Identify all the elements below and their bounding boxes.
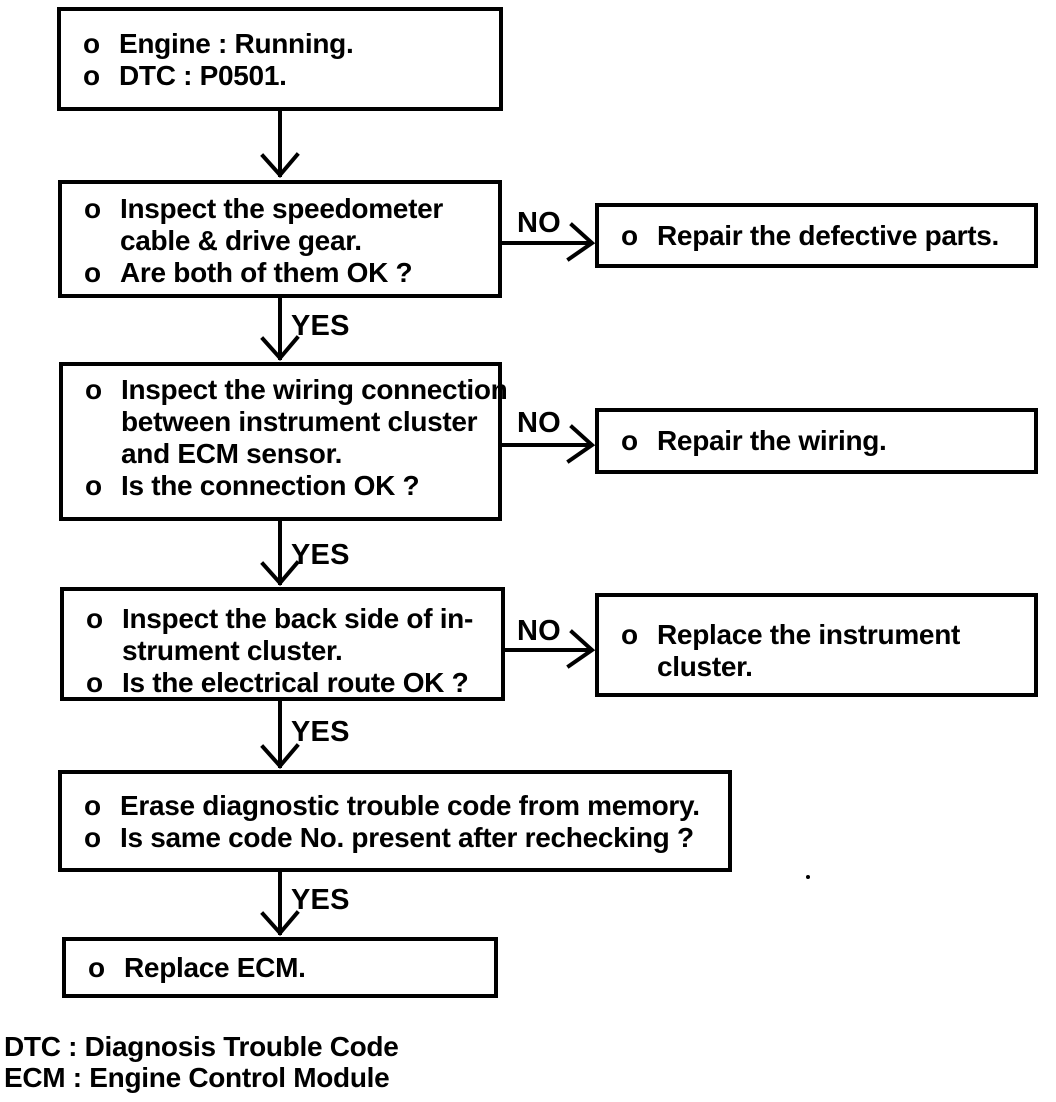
scan-speck: [806, 875, 810, 879]
condition-line: o Engine : Running.: [61, 28, 499, 60]
remedy-line: o Replace ECM.: [66, 952, 494, 984]
legend-ecm-line: ECM : Engine Control Module: [4, 1062, 390, 1093]
condition-text: DTC : P0501.: [119, 60, 287, 91]
condition-text: Engine : Running.: [119, 28, 354, 59]
yes-branch-label-1: YES: [291, 310, 350, 342]
final-replace-ecm-box: o Replace ECM.: [62, 937, 498, 998]
no-branch-label-3: NO: [517, 615, 561, 647]
remedy-text: Replace ECM.: [124, 951, 306, 983]
arrow-start-to-step1: [260, 110, 300, 179]
step-text: strument cluster.: [122, 635, 343, 666]
no-branch-label-1: NO: [517, 207, 561, 239]
remedy-replace-cluster-box: o Replace the instrument cluster.: [595, 593, 1038, 697]
step-line: o Is same code No. present after recheck…: [62, 822, 728, 854]
step-line: and ECM sensor.: [63, 438, 498, 470]
yes-branch-label-2: YES: [291, 539, 350, 571]
remedy-line: o Repair the wiring.: [599, 425, 1034, 457]
yes-branch-label-4: YES: [291, 884, 350, 916]
bullet-marker: o: [85, 374, 102, 405]
step1-inspect-speedometer-box: o Inspect the speedometer cable & drive …: [58, 180, 502, 298]
step-text: Is the electrical route OK ?: [122, 667, 469, 698]
bullet-marker: o: [84, 257, 101, 288]
remedy-repair-parts-box: o Repair the defective parts.: [595, 203, 1038, 268]
step-text: and ECM sensor.: [121, 438, 343, 469]
step-text: Inspect the back side of in-: [122, 603, 474, 634]
bullet-marker: o: [84, 193, 101, 224]
bullet-marker: o: [84, 790, 101, 821]
remedy-line: cluster.: [599, 651, 1034, 683]
bullet-marker: o: [84, 822, 101, 853]
step2-inspect-wiring-box: o Inspect the wiring connection between …: [59, 362, 508, 521]
step-line: between instrument cluster: [63, 406, 498, 438]
legend-dtc-line: DTC : Diagnosis Trouble Code: [4, 1031, 399, 1062]
remedy-line: o Repair the defective parts.: [599, 220, 1034, 252]
step-line: o Inspect the wiring connection: [63, 374, 508, 406]
step-line: o Is the connection OK ?: [63, 470, 498, 502]
remedy-repair-wiring-box: o Repair the wiring.: [595, 408, 1038, 474]
condition-line: o DTC : P0501.: [61, 60, 499, 92]
remedy-line: o Replace the instrument: [599, 619, 1034, 651]
bullet-marker: o: [83, 28, 100, 59]
step-line: o Is the electrical route OK ?: [64, 667, 501, 699]
step-line: o Erase diagnostic trouble code from mem…: [62, 790, 728, 822]
step-line: o Are both of them OK ?: [62, 257, 498, 289]
step-text: Inspect the wiring connection: [121, 374, 508, 405]
step-line: o Inspect the back side of in-: [64, 603, 501, 635]
remedy-text: Repair the defective parts.: [657, 219, 1000, 251]
step-text: Is the connection OK ?: [121, 470, 420, 501]
abbreviation-legend: DTC : Diagnosis Trouble Code ECM : Engin…: [4, 1031, 399, 1093]
step4-erase-code-box: o Erase diagnostic trouble code from mem…: [58, 770, 732, 872]
bullet-marker: o: [83, 60, 100, 91]
no-branch-label-2: NO: [517, 407, 561, 439]
step3-inspect-cluster-back-box: o Inspect the back side of in- strument …: [60, 587, 505, 701]
bullet-marker: o: [621, 219, 638, 251]
step-text: Is same code No. present after recheckin…: [120, 822, 694, 853]
yes-branch-label-3: YES: [291, 716, 350, 748]
remedy-text: cluster.: [657, 651, 753, 682]
step-line: cable & drive gear.: [62, 225, 498, 257]
step-text: between instrument cluster: [121, 406, 478, 437]
step-text: Inspect the speedometer: [120, 193, 443, 224]
bullet-marker: o: [621, 619, 638, 650]
bullet-marker: o: [86, 603, 103, 634]
bullet-marker: o: [85, 470, 102, 501]
step-line: o Inspect the speedometer: [62, 193, 498, 225]
step-line: strument cluster.: [64, 635, 501, 667]
remedy-text: Replace the instrument: [657, 619, 961, 650]
step-text: cable & drive gear.: [120, 225, 362, 256]
start-conditions-box: o Engine : Running. o DTC : P0501.: [57, 7, 503, 111]
step-text: Erase diagnostic trouble code from memor…: [120, 790, 700, 821]
bullet-marker: o: [88, 951, 105, 983]
remedy-text: Repair the wiring.: [657, 425, 887, 456]
bullet-marker: o: [621, 425, 638, 456]
bullet-marker: o: [86, 667, 103, 698]
step-text: Are both of them OK ?: [120, 257, 413, 288]
